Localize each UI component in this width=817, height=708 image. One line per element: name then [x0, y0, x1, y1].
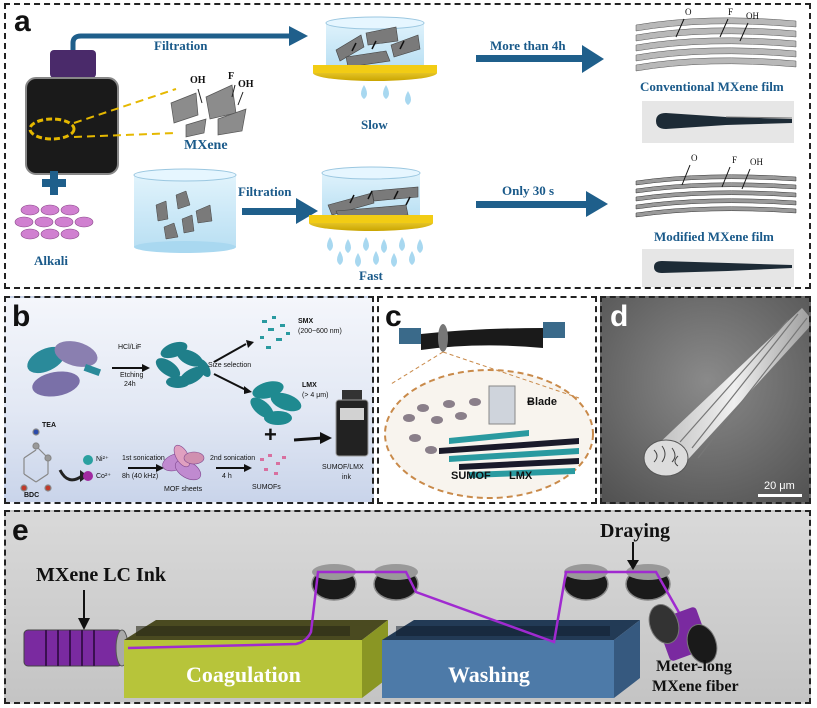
panel-b-drawing: [20, 316, 369, 492]
slow-label: Slow: [361, 117, 388, 132]
ink-label-2: ink: [342, 474, 351, 481]
ink-label: MXene LC Ink: [36, 564, 167, 586]
fiber-path: [127, 570, 692, 650]
modified-film-layers: [635, 174, 797, 218]
conventional-film-layers: [635, 17, 797, 72]
panel-a-drawing: [14, 16, 797, 287]
fast-drops: [327, 237, 423, 267]
conv-o-label: O: [685, 7, 692, 17]
lmx-stack: [439, 430, 579, 478]
mod-o-label: O: [691, 153, 698, 163]
ink-label: SUMOF/LMX: [322, 464, 364, 471]
sumof-label: SUMOF: [451, 470, 491, 482]
lmx-range-label: (> 4 μm): [302, 392, 329, 399]
filtration-top-label: Filtration: [154, 38, 208, 53]
etching-label: HCl/LiF: [118, 344, 142, 351]
panel-label-e: e: [12, 514, 29, 547]
oh-label-1: OH: [190, 75, 206, 86]
smx-flakes: [260, 316, 290, 349]
panel-e-drawing: [23, 542, 718, 698]
mod-oh-label: OH: [750, 157, 763, 167]
ni-label: Ni²⁺: [96, 456, 109, 463]
panel-label-c: c: [385, 300, 402, 333]
lmx-label: LMX: [302, 382, 317, 389]
drying-label: Draying: [600, 520, 670, 542]
panel-label-b: b: [12, 300, 31, 333]
coagulation-bath: [124, 620, 388, 698]
mxene-flakes: [170, 84, 247, 138]
modified-film-label: Modified MXene film: [654, 229, 774, 244]
mof-sheets-graphic: [162, 444, 205, 481]
panel-d: d 20 μm: [600, 296, 811, 504]
slow-drops: [361, 85, 411, 105]
etched-cluster: [155, 341, 211, 388]
mxene-label: MXene: [184, 138, 228, 153]
sumofs-label: SUMOFs: [252, 484, 281, 491]
panel-label-d: d: [610, 300, 629, 333]
washing-bath: [382, 620, 640, 698]
sem-fiber-image: [602, 298, 809, 502]
max-phase-particles: [27, 341, 102, 397]
panel-c: c Blade SUMOF LMX: [377, 296, 597, 504]
tea-bdc-molecule: [20, 428, 52, 492]
ink-vial: [335, 390, 369, 457]
scale-bar-label: 20 μm: [764, 480, 795, 492]
fiber-label-1: Meter-long: [656, 658, 732, 675]
smx-range-label: (200~600 nm): [298, 328, 342, 335]
tea-label: TEA: [42, 422, 56, 429]
lmx-flakes: [250, 381, 302, 425]
alkali-label: Alkali: [34, 253, 68, 268]
panel-a: a: [4, 3, 811, 289]
washing-label: Washing: [448, 662, 530, 687]
lmx-label: LMX: [509, 470, 533, 482]
blade-coater: [399, 322, 565, 352]
oh-label-2: OH: [238, 79, 254, 90]
ink-syringe: [23, 629, 129, 667]
sumof-particles: [403, 398, 481, 454]
plus-sign: +: [264, 422, 277, 447]
smx-label: SMX: [298, 318, 314, 325]
blade-label: Blade: [527, 396, 557, 408]
fast-label: Fast: [359, 268, 383, 283]
sonication1-label: 1st sonication: [122, 455, 165, 462]
conventional-film-label: Conventional MXene film: [640, 79, 784, 94]
conv-oh-label: OH: [746, 11, 759, 21]
conv-f-label: F: [728, 7, 734, 17]
sonication1-b-label: 8h (40 kHz): [122, 473, 159, 480]
time-bottom-label: Only 30 s: [502, 183, 555, 198]
mxene-bottle: [25, 50, 119, 175]
sumofs-graphic: [260, 454, 286, 475]
etching-label-2: Etching: [120, 372, 144, 379]
mof-sheets-label: MOF sheets: [164, 486, 203, 493]
alkali-pellets: [14, 204, 94, 240]
time-top-label: More than 4h: [490, 38, 566, 53]
panel-c-drawing: [384, 322, 594, 499]
co-label: Co²⁺: [96, 473, 111, 480]
fiber-label-2: MXene fiber: [652, 678, 739, 695]
etching-label-3: 24h: [124, 381, 136, 388]
blade-graphic: [488, 385, 516, 425]
panel-label-a: a: [14, 5, 31, 38]
f-label-1: F: [228, 71, 235, 82]
mod-f-label: F: [732, 155, 738, 165]
sonication2-b-label: 4 h: [222, 473, 232, 480]
sonication2-label: 2nd sonication: [210, 455, 256, 462]
collection-spool: [648, 604, 718, 664]
panel-b: b: [4, 296, 374, 504]
bdc-label: BDC: [24, 492, 40, 499]
filtration-bottom-label: Filtration: [238, 184, 292, 199]
size-selection-label: Size selection: [208, 362, 252, 369]
panel-e: e: [4, 510, 811, 704]
coagulation-label: Coagulation: [186, 662, 301, 687]
